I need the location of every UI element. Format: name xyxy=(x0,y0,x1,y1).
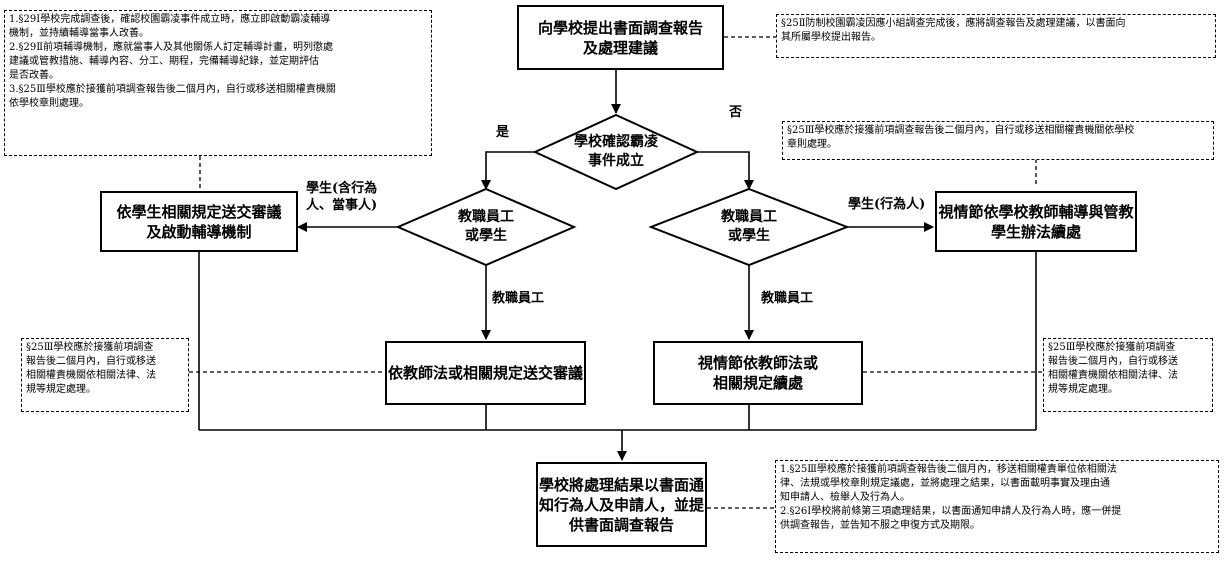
box-student-review: 依學生相關規定送交審議 及啟動輔導機制 xyxy=(100,191,298,252)
box-teacher-handle: 視情節依教師法或 相關規定續處 xyxy=(653,341,863,405)
diamond-confirm-label: 學校確認霸凌 事件成立 xyxy=(574,134,658,169)
note-article-29: 1.§29Ⅰ學校完成調查後，確認校園霸凌事件成立時，應立即啟動霸凌輔導 機制，並… xyxy=(4,10,432,156)
diamond-right xyxy=(648,187,850,267)
box-notify-result: 學校將處理結果以書面通 知行為人及申請人，並提 供書面調查報告 xyxy=(536,462,707,547)
diamond-confirm xyxy=(532,113,700,191)
diamond-left-label: 教職員工 或學生 xyxy=(458,209,514,244)
edge-label-yes: 是 xyxy=(496,125,510,140)
edge-label-left-staff: 教職員工 xyxy=(492,291,545,306)
arrow-yes-branch xyxy=(481,151,535,190)
box-teacher-guidance: 視情節依學校教師輔導與管教 學生辦法續處 xyxy=(935,191,1137,252)
note-article-25-3-right: §25Ⅲ學校應於接獲前項調查報告後二個月內，自行或移送相關權責機關依學校 章則處… xyxy=(782,121,1214,160)
edge-label-right-staff: 教職員工 xyxy=(761,291,814,306)
note-article-25-3-right-low: §25Ⅲ學校應於接獲前項調查 報告後二個月內，自行或移送 相關權責機關依相關法律… xyxy=(1043,338,1213,412)
diamond-left xyxy=(395,187,577,267)
note-article-25-2: §25Ⅱ防制校園霸凌因應小組調查完成後，應將調查報告及處理建議，以書面向 其所屬… xyxy=(776,14,1216,58)
edge-label-right-student: 學生(行為人) xyxy=(848,197,926,212)
note-article-25-3-left-low: §25Ⅲ學校應於接獲前項調查 報告後二個月內，自行或移送 相關權責機關依相關法律… xyxy=(21,338,189,412)
arrow-no-branch xyxy=(697,151,754,190)
diamond-right-label: 教職員工 或學生 xyxy=(721,209,777,244)
box-submit-report: 向學校提出書面調查報告 及處理建議 xyxy=(517,5,724,70)
edge-label-left-student: 學生(含行為 人、當事人) xyxy=(306,181,378,213)
note-article-25-26: 1.§25Ⅲ學校應於接獲前項調查報告後二個月內，移送相關權責單位依相關法 律、法… xyxy=(775,460,1219,553)
box-teacher-review: 依教師法或相關規定送交審議 xyxy=(385,341,586,405)
edge-label-no: 否 xyxy=(729,105,743,120)
